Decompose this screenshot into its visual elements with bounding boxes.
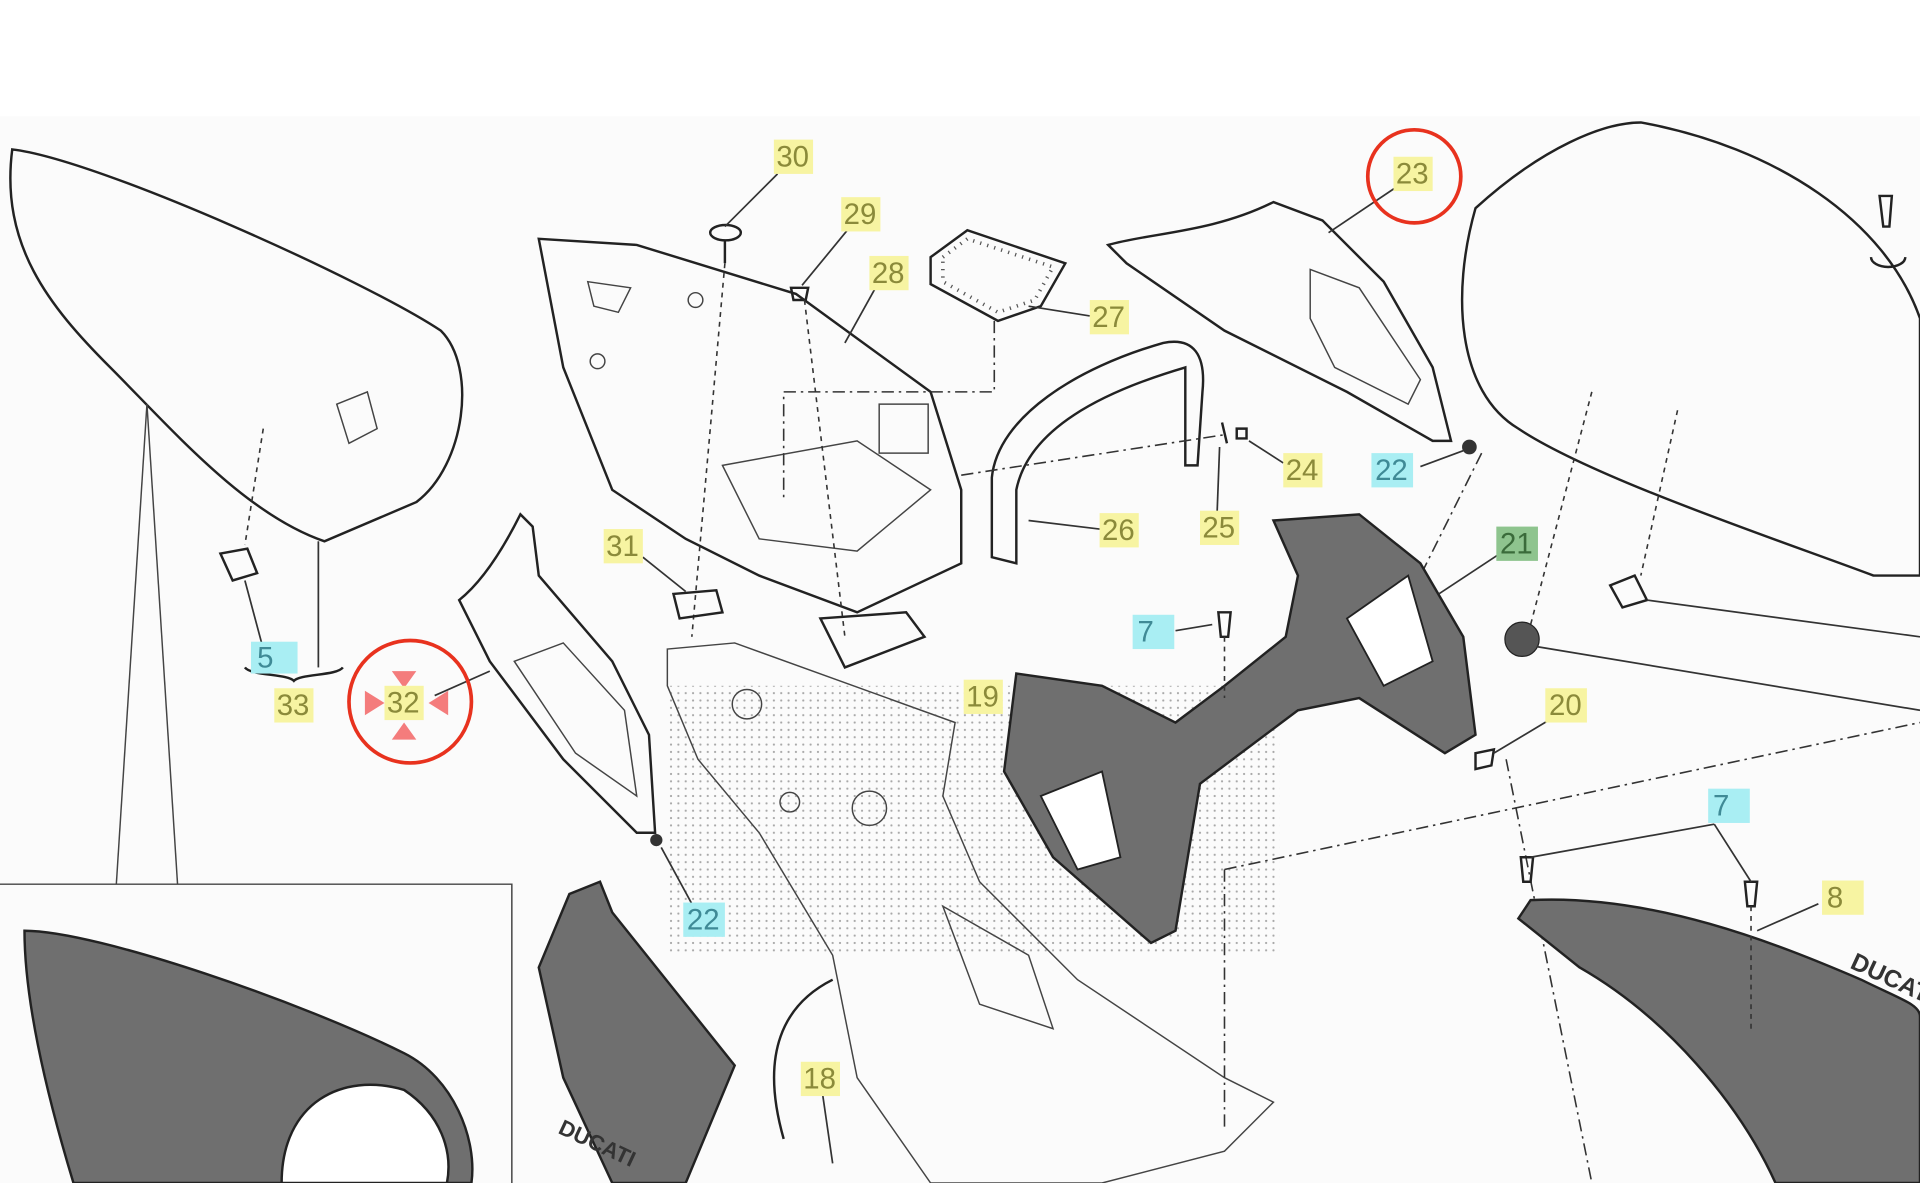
cable-18 <box>772 978 834 1140</box>
svg-text:20: 20 <box>1549 689 1582 722</box>
callout-24[interactable]: 24 <box>1283 453 1323 488</box>
side-cover-32 <box>457 512 657 834</box>
nut-22 <box>1462 439 1477 455</box>
svg-text:31: 31 <box>606 530 639 563</box>
callout-7[interactable]: 7 <box>1708 788 1750 823</box>
svg-text:33: 33 <box>277 689 310 722</box>
mesh-part-27 <box>929 228 1068 323</box>
svg-text:21: 21 <box>1500 528 1533 561</box>
svg-text:30: 30 <box>776 141 809 174</box>
callout-20[interactable]: 20 <box>1545 688 1587 723</box>
svg-text:19: 19 <box>966 681 999 714</box>
callout-27[interactable]: 27 <box>1089 300 1129 335</box>
screw-29 <box>789 286 810 302</box>
highlight-circle-23 <box>1365 127 1463 225</box>
svg-text:7: 7 <box>1713 790 1729 823</box>
callout-19[interactable]: 19 <box>963 679 1003 714</box>
clip-part-31 <box>671 588 725 620</box>
side-panel-23 <box>1105 200 1453 443</box>
clip-part-5 <box>218 547 259 582</box>
fastener-24-25 <box>1220 422 1248 444</box>
callout-28[interactable]: 28 <box>869 255 909 291</box>
nut-22-left <box>650 833 663 847</box>
callout-23[interactable]: 23 <box>1393 156 1433 192</box>
fairing-panel <box>537 880 737 1183</box>
rider-seat <box>1460 121 1920 577</box>
callout-5[interactable]: 5 <box>251 641 298 674</box>
callout-32[interactable]: 32 <box>384 685 424 721</box>
callout-22[interactable]: 22 <box>1371 453 1414 488</box>
callout-25[interactable]: 25 <box>1200 510 1240 545</box>
callout-29[interactable]: 29 <box>841 197 881 232</box>
callout-21[interactable]: 21 <box>1496 526 1538 561</box>
screw-30 <box>708 223 743 264</box>
svg-text:22: 22 <box>1375 454 1408 487</box>
passenger-seat-cover <box>9 148 464 546</box>
svg-text:23: 23 <box>1396 158 1429 191</box>
highlight-circle-32 <box>347 638 474 765</box>
right-fairing <box>1516 898 1920 1183</box>
svg-text:26: 26 <box>1102 514 1135 547</box>
svg-text:22: 22 <box>687 903 720 936</box>
latch-part <box>818 611 927 669</box>
diagram-canvas <box>0 116 1920 1183</box>
svg-text:18: 18 <box>803 1063 836 1096</box>
svg-text:25: 25 <box>1202 512 1235 545</box>
callout-33[interactable]: 33 <box>274 688 314 723</box>
callout-18[interactable]: 18 <box>800 1061 840 1097</box>
svg-text:32: 32 <box>387 687 420 720</box>
fastener-20 <box>1474 747 1496 771</box>
callout-31[interactable]: 31 <box>603 529 643 564</box>
svg-text:24: 24 <box>1286 454 1319 487</box>
svg-text:8: 8 <box>1827 881 1843 914</box>
undertray-part-28 <box>537 237 963 614</box>
callout-22[interactable]: 22 <box>683 902 725 937</box>
svg-text:7: 7 <box>1138 616 1154 649</box>
callout-30[interactable]: 30 <box>773 139 814 174</box>
callout-8[interactable]: 8 <box>1822 880 1864 915</box>
callout-7[interactable]: 7 <box>1132 614 1175 650</box>
svg-text:5: 5 <box>257 641 273 674</box>
leader-5 <box>244 580 265 650</box>
grab-handle-26 <box>990 340 1205 565</box>
svg-text:28: 28 <box>872 257 905 290</box>
screw-7 <box>1217 611 1232 639</box>
svg-text:29: 29 <box>844 198 877 231</box>
target-arrows-icon <box>364 671 449 740</box>
callout-26[interactable]: 26 <box>1099 513 1139 548</box>
grommet <box>1504 621 1540 658</box>
svg-text:27: 27 <box>1092 301 1125 334</box>
